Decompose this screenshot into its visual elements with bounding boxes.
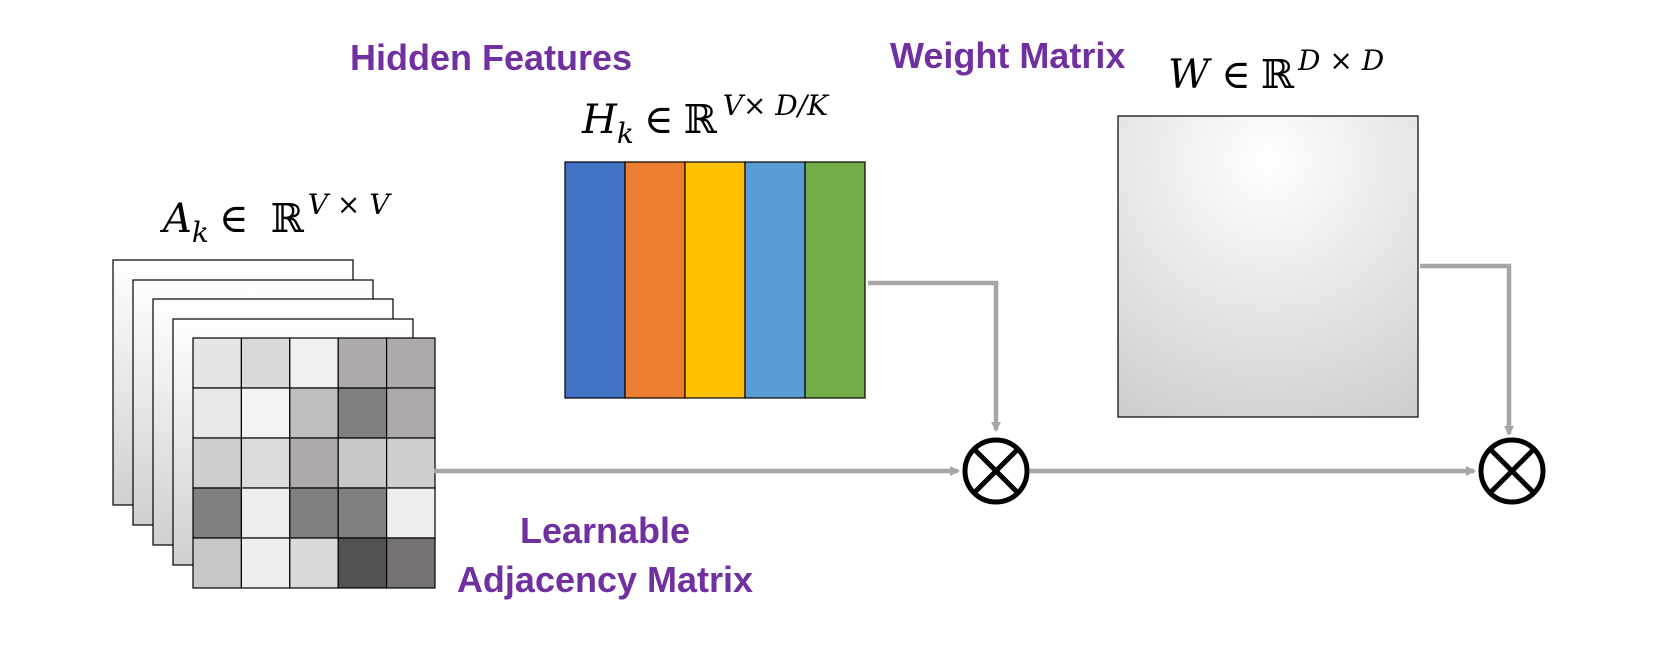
adjacency-subscript: k: [192, 216, 209, 249]
adjacency-cell: [386, 487, 436, 539]
adjacency-cell: [289, 437, 339, 489]
adjacency-cell: [337, 487, 388, 539]
adjacency-cell: [289, 337, 339, 389]
adjacency-cell: [337, 387, 388, 439]
learnable-label-line1: Learnable: [520, 510, 690, 551]
adjacency-cell: [386, 437, 436, 489]
hidden-relation: ∈: [644, 97, 674, 143]
adjacency-cell: [240, 537, 291, 589]
weight-matrix-label: Weight Matrix: [890, 35, 1125, 76]
adjacency-cell: [192, 487, 243, 539]
hidden-feature-column: [684, 161, 746, 399]
weight-matrix-box: [1117, 115, 1419, 418]
adjacency-cell: [386, 387, 436, 439]
hidden-feature-column: [804, 161, 866, 399]
adjacency-cell: [240, 337, 291, 389]
adjacency-cell: [192, 537, 243, 589]
adjacency-cell: [192, 337, 243, 389]
adjacency-cell: [240, 487, 291, 539]
adjacency-superscript: V × V: [308, 188, 392, 221]
adjacency-cell: [240, 437, 291, 489]
multiply-circle-icon: [1478, 437, 1546, 505]
adjacency-symbol: A: [159, 196, 192, 242]
svg-text:W∈ℝD × D: W∈ℝD × D: [1168, 44, 1384, 98]
weight-superscript: D × D: [1297, 44, 1384, 77]
hidden-set: ℝ: [683, 97, 717, 143]
weight-set: ℝ: [1261, 52, 1295, 98]
hidden-feature-column: [744, 161, 806, 399]
hidden-superscript: V× D/K: [723, 89, 830, 122]
weight-relation: ∈: [1221, 52, 1251, 98]
adjacency-cell: [289, 487, 339, 539]
adjacency-cell: [337, 437, 388, 489]
svg-text:Hk∈ℝV× D/K: Hk ∈ℝV× D/K: [581, 89, 830, 150]
learnable-label-line2: Adjacency Matrix: [457, 559, 753, 600]
adjacency-cell: [240, 387, 291, 439]
hidden-feature-column: [564, 161, 626, 399]
hidden-symbol: H: [581, 97, 618, 143]
adjacency-cell: [289, 537, 339, 589]
weight-to-multiply-connector: [1420, 263, 1514, 436]
hidden-features-label: Hidden Features: [350, 37, 632, 78]
hidden-to-multiply-connector: [868, 280, 1001, 432]
adjacency-cell: [386, 337, 436, 389]
adjacency-cell: [192, 437, 243, 489]
adjacency-grid: [192, 337, 436, 589]
adjacency-cell: [386, 537, 436, 589]
adjacency-relation: ∈: [219, 196, 249, 242]
adjacency-cell: [337, 337, 388, 389]
adjacency-cell: [289, 387, 339, 439]
connectors: [434, 263, 1514, 476]
svg-text:Ak∈ℝV × V: Ak ∈ ℝV × V: [159, 188, 392, 249]
multiply-circle-icon: [962, 437, 1030, 505]
adjacency-cell: [192, 387, 243, 439]
hidden-feature-column: [624, 161, 686, 399]
hidden-features-matrix: [564, 161, 866, 399]
adjacency-set: ℝ: [270, 196, 304, 242]
hidden-subscript: k: [617, 117, 634, 150]
weight-symbol: W: [1168, 52, 1212, 98]
adjacency-cell: [337, 537, 388, 589]
